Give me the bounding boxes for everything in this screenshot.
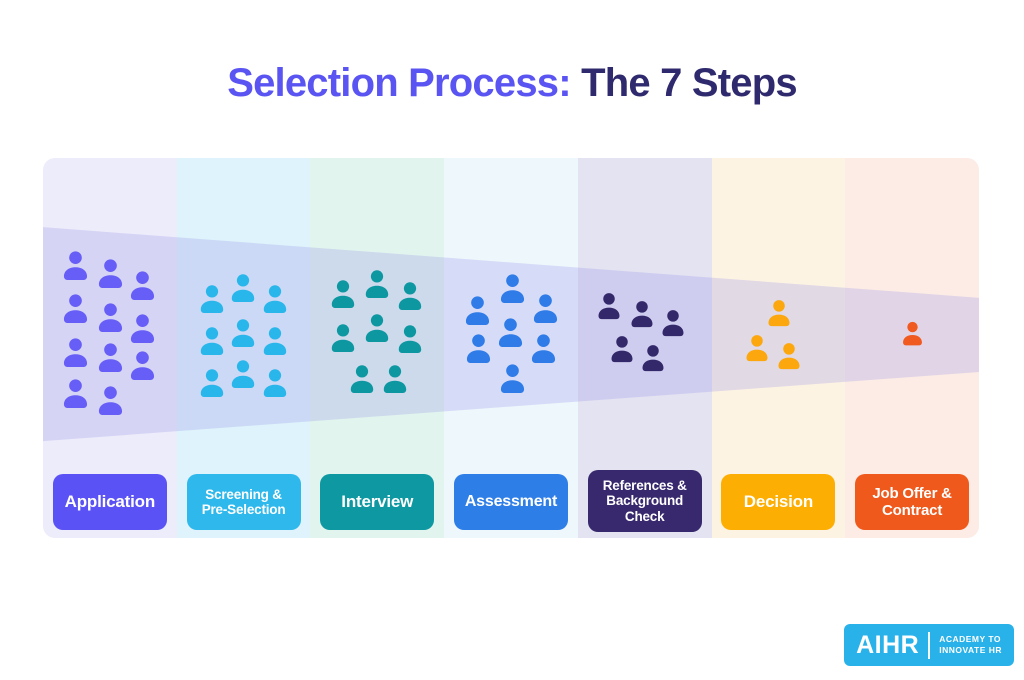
step-badge-application: Application <box>52 474 167 530</box>
person-icon <box>196 283 228 315</box>
person-icon <box>361 268 393 300</box>
person-icon <box>94 384 127 417</box>
person-icon <box>94 301 127 334</box>
person-icon <box>494 316 527 349</box>
person-icon <box>227 358 259 390</box>
person-icon <box>227 272 259 304</box>
step-column-references-background-check: References & Background Check <box>577 158 712 538</box>
page-title: Selection Process: The 7 Steps <box>0 61 1024 106</box>
step-column-screening-pre-selection: Screening & Pre-Selection <box>176 158 311 538</box>
person-icon <box>361 312 393 344</box>
step-badge-screening-pre-selection: Screening & Pre-Selection <box>186 474 301 530</box>
person-icon <box>379 363 411 395</box>
person-icon <box>764 298 794 328</box>
person-icon <box>59 377 92 410</box>
person-icon <box>461 294 494 327</box>
person-icon <box>658 308 688 338</box>
person-icon <box>94 257 127 290</box>
person-icon <box>774 341 804 371</box>
step-badge-interview: Interview <box>320 474 435 530</box>
person-icon <box>59 292 92 325</box>
person-icon <box>59 249 92 282</box>
person-icon <box>899 320 926 347</box>
person-icon <box>742 333 772 363</box>
funnel-panel: Application Screening & Pre-Selection Inte… <box>43 158 979 538</box>
person-icon <box>259 325 291 357</box>
logo-tagline-line2: INNOVATE HR <box>939 645 1002 655</box>
title-rest: The 7 Steps <box>581 60 798 105</box>
logo-divider <box>928 631 931 659</box>
logo-tagline: ACADEMY TO INNOVATE HR <box>939 634 1002 656</box>
person-icon <box>496 362 529 395</box>
person-icon <box>462 332 495 365</box>
step-column-application: Application <box>43 158 177 538</box>
step-column-assessment: Assessment <box>444 158 578 538</box>
person-icon <box>529 292 562 325</box>
step-badge-decision: Decision <box>721 474 836 530</box>
step-badge-assessment: Assessment <box>453 474 568 530</box>
person-icon <box>627 299 657 329</box>
person-icon <box>638 343 668 373</box>
person-icon <box>59 336 92 369</box>
person-icon <box>327 278 359 310</box>
person-icon <box>126 269 159 302</box>
person-icon <box>346 363 378 395</box>
step-badge-references-background-check: References & Background Check <box>587 470 702 532</box>
step-column-decision: Decision <box>711 158 846 538</box>
person-icon <box>527 332 560 365</box>
person-icon <box>259 367 291 399</box>
person-icon <box>126 312 159 345</box>
aihr-logo: AIHR ACADEMY TO INNOVATE HR <box>844 624 1014 666</box>
person-icon <box>227 317 259 349</box>
step-column-job-offer-contract: Job Offer & Contract <box>845 158 979 538</box>
step-column-interview: Interview <box>310 158 445 538</box>
step-badge-job-offer-contract: Job Offer & Contract <box>855 474 970 530</box>
title-accent: Selection Process: <box>227 60 571 105</box>
person-icon <box>196 367 228 399</box>
person-icon <box>259 283 291 315</box>
logo-brand-text: AIHR <box>856 630 920 659</box>
person-icon <box>496 272 529 305</box>
person-icon <box>394 323 426 355</box>
person-icon <box>594 291 624 321</box>
logo-tagline-line1: ACADEMY TO <box>939 633 1002 644</box>
person-icon <box>126 349 159 382</box>
person-icon <box>94 341 127 374</box>
person-icon <box>196 325 228 357</box>
person-icon <box>607 334 637 364</box>
person-icon <box>394 280 426 312</box>
person-icon <box>327 322 359 354</box>
